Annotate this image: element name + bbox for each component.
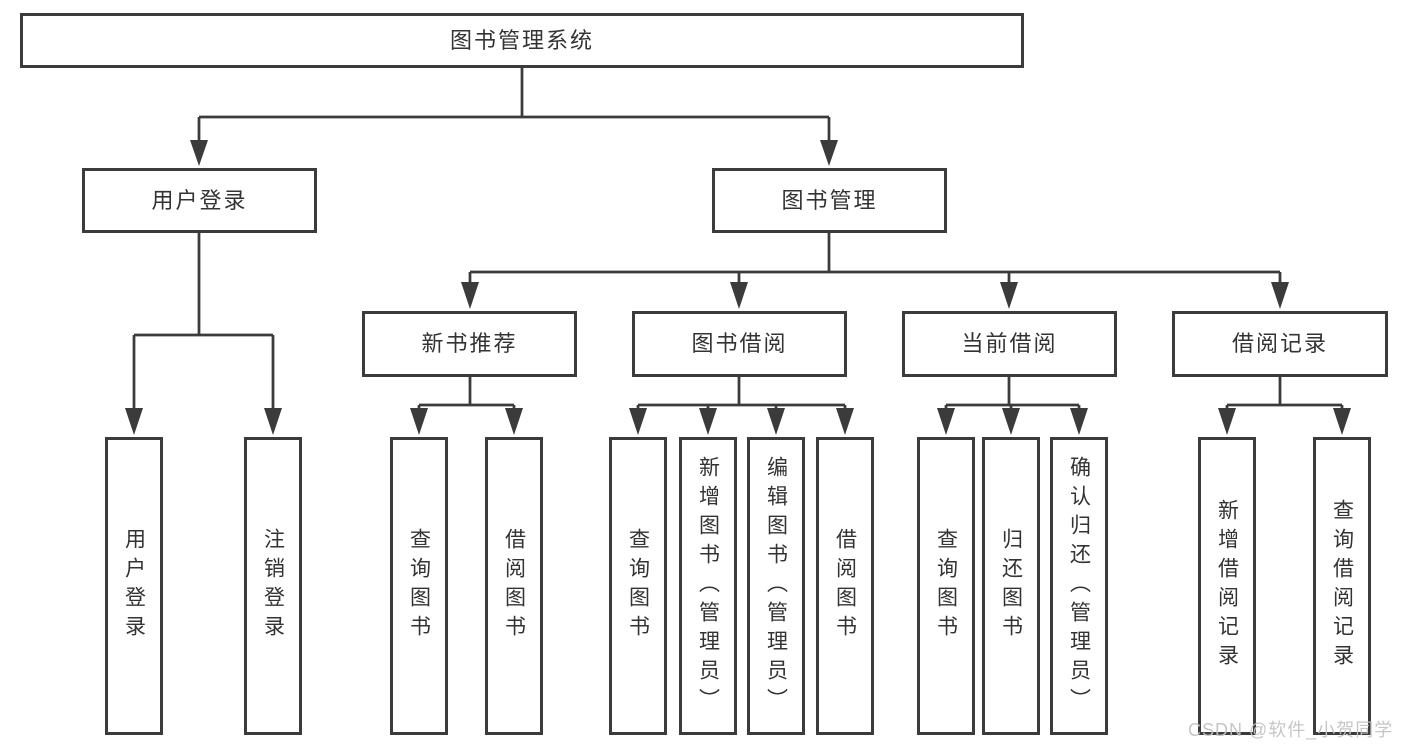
- node-borrow-records: 借阅记录: [1172, 311, 1388, 377]
- leaf-edit-book-admin: 编辑图书（管理员）: [747, 437, 805, 735]
- branch-line: [197, 68, 831, 142]
- arrowhead: [730, 282, 748, 309]
- leaf-user-login: 用户登录: [105, 437, 163, 735]
- arrowhead: [1333, 408, 1351, 435]
- leaf-borrow-books-recommend: 借阅图书: [485, 437, 543, 735]
- branch-line: [417, 377, 516, 411]
- node-root: 图书管理系统: [20, 13, 1024, 68]
- leaf-query-borrow-record: 查询借阅记录: [1313, 437, 1371, 735]
- branch-line: [468, 233, 1282, 284]
- node-user-login: 用户登录: [82, 168, 317, 233]
- arrowhead: [767, 408, 785, 435]
- leaf-return-book: 归还图书: [982, 437, 1040, 735]
- arrowhead: [629, 408, 647, 435]
- branch-line: [636, 377, 847, 411]
- branch-book-management-children: [461, 233, 1289, 309]
- arrowhead: [1218, 408, 1236, 435]
- branch-new-book-recommend-children: [410, 377, 523, 435]
- arrowhead: [1000, 282, 1018, 309]
- branch-line: [944, 377, 1081, 411]
- branch-book-borrow-children: [629, 377, 854, 435]
- leaf-confirm-return-admin: 确认归还（管理员）: [1050, 437, 1108, 735]
- leaf-query-books-current: 查询图书: [917, 437, 975, 735]
- arrowhead: [1002, 408, 1020, 435]
- arrowhead: [1271, 282, 1289, 309]
- watermark: CSDN @软件_小贺同学: [1188, 720, 1394, 740]
- arrowhead: [190, 140, 208, 166]
- node-book-management: 图书管理: [712, 168, 947, 233]
- arrowhead: [699, 408, 717, 435]
- arrowhead: [836, 408, 854, 435]
- arrowhead: [264, 408, 282, 435]
- leaf-logout: 注销登录: [244, 437, 302, 735]
- branch-root-to-level2: [190, 68, 838, 166]
- leaf-add-book-admin: 新增图书（管理员）: [679, 437, 737, 735]
- branch-current-borrow-children: [937, 377, 1088, 435]
- arrowhead: [125, 408, 143, 435]
- node-current-borrow: 当前借阅: [902, 311, 1117, 377]
- leaf-query-books-recommend: 查询图书: [390, 437, 448, 735]
- arrowhead: [505, 408, 523, 435]
- branch-user-login-children: [125, 233, 282, 435]
- arrowhead: [1070, 408, 1088, 435]
- arrowhead: [820, 140, 838, 166]
- arrowhead: [410, 408, 428, 435]
- arrowhead: [937, 408, 955, 435]
- branch-borrow-records-children: [1218, 377, 1351, 435]
- leaf-add-borrow-record: 新增借阅记录: [1198, 437, 1256, 735]
- node-book-borrow: 图书借阅: [632, 311, 847, 377]
- branch-line: [132, 233, 275, 410]
- leaf-borrow-books: 借阅图书: [816, 437, 874, 735]
- branch-line: [1225, 377, 1344, 411]
- node-new-book-recommend: 新书推荐: [362, 311, 577, 377]
- arrowhead: [461, 282, 479, 309]
- leaf-query-books-borrow: 查询图书: [609, 437, 667, 735]
